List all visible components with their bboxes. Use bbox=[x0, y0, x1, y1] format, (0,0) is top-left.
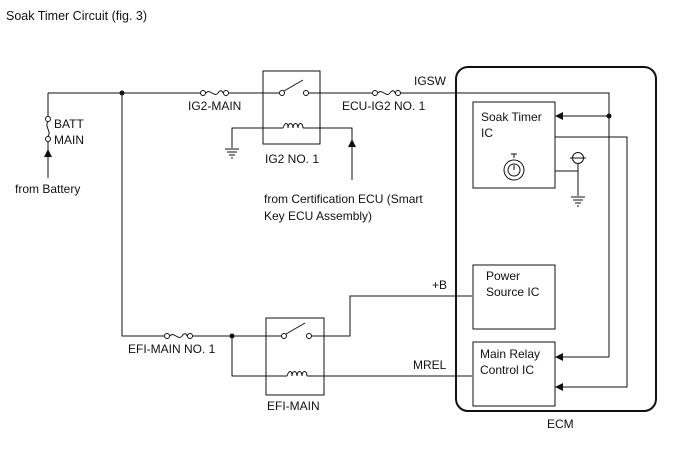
main-relay-control-ic-box bbox=[472, 341, 556, 407]
ig2-no1-label: IG2 NO. 1 bbox=[265, 152, 319, 166]
ig2-main-label: IG2-MAIN bbox=[188, 99, 241, 113]
igsw-label: IGSW bbox=[414, 74, 447, 88]
soak-timer-label-2: IC bbox=[481, 126, 493, 140]
ecu-ig2-label: ECU-IG2 NO. 1 bbox=[342, 99, 426, 113]
ig2-relay-switch bbox=[263, 79, 320, 96]
mrel-label: MREL bbox=[413, 358, 447, 372]
power-source-ic-box bbox=[472, 264, 556, 330]
from-cert-ecu-label-2: Key ECU Assembly) bbox=[264, 209, 372, 223]
soak-timer-ic-box bbox=[472, 101, 556, 189]
from-battery-label: from Battery bbox=[15, 182, 80, 196]
soak-timer-label-1: Soak Timer bbox=[481, 110, 542, 124]
plus-b-label: +B bbox=[432, 278, 447, 292]
efi-main-label: EFI-MAIN bbox=[267, 399, 320, 413]
timer-clock-icon bbox=[503, 153, 525, 181]
efi-main-no1-label: EFI-MAIN NO. 1 bbox=[128, 342, 216, 356]
main-relay-label-1: Main Relay bbox=[480, 347, 540, 361]
junction-dot-efi bbox=[229, 333, 235, 339]
efi-main-no1-fuse bbox=[164, 333, 266, 339]
efi-relay-switch bbox=[266, 322, 324, 339]
ig2-no1-relay-box bbox=[262, 70, 321, 145]
ig2-main-fuse bbox=[200, 90, 229, 96]
plus-b-wire bbox=[320, 295, 472, 337]
main-relay-label-2: Control IC bbox=[480, 363, 534, 377]
diagram-title: Soak Timer Circuit (fig. 3) bbox=[6, 9, 147, 23]
mrel-wire bbox=[231, 336, 472, 377]
soak-timer-to-main-relay-wire bbox=[555, 136, 628, 391]
power-source-label-2: Source IC bbox=[486, 285, 540, 299]
batt-main-label-2: MAIN bbox=[54, 133, 84, 147]
efi-relay-coil bbox=[266, 371, 324, 377]
soak-timer-ground-branch bbox=[555, 152, 586, 207]
ecm-label: ECM bbox=[547, 417, 574, 431]
from-cert-ecu-label-1: from Certification ECU (Smart bbox=[264, 192, 423, 206]
ecu-ig2-fuse bbox=[372, 90, 401, 96]
batt-main-label-1: BATT bbox=[54, 117, 84, 131]
power-source-label-1: Power bbox=[486, 269, 520, 283]
efi-main-relay-box bbox=[265, 317, 325, 396]
wire-left-vertical bbox=[121, 93, 164, 337]
